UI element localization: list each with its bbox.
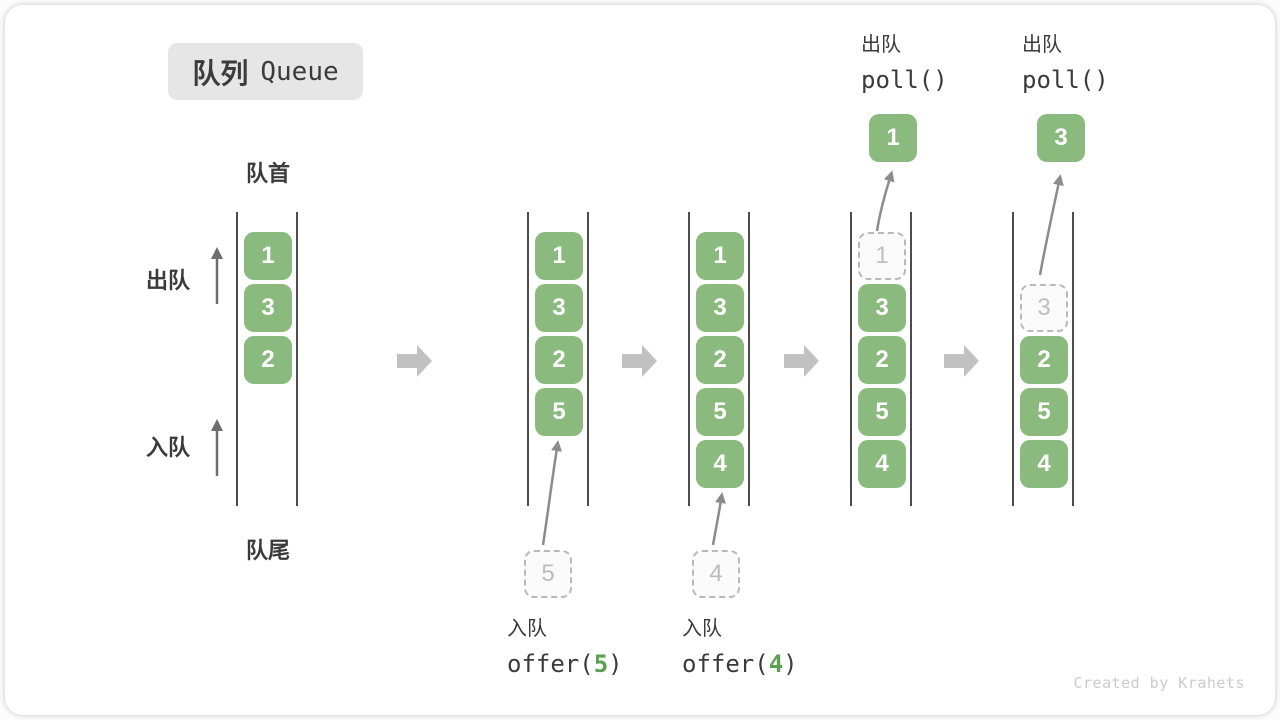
step-arrow-icon	[944, 345, 979, 377]
enqueue-operation-4: 入队 offer(4)	[682, 612, 798, 678]
queue-item-ghost-incoming: 4	[692, 550, 740, 598]
queue-item: 5	[696, 388, 744, 436]
code-arg: 4	[768, 650, 784, 678]
step-arrow-icon	[622, 345, 657, 377]
dequeue-side-label: 出队	[146, 268, 191, 293]
queue-item: 3	[858, 284, 906, 332]
queue-item: 5	[1020, 388, 1068, 436]
watermark: Created by Krahets	[1073, 674, 1245, 692]
queue-item: 5	[858, 388, 906, 436]
title-en: Queue	[260, 56, 339, 87]
op-code-label: poll()	[1022, 66, 1109, 94]
code-text: )	[783, 650, 798, 678]
queue-column-2	[527, 212, 589, 506]
step-arrow-icon	[784, 345, 819, 377]
queue-item: 2	[244, 336, 292, 384]
queue-item-ghost-removed: 3	[1020, 284, 1068, 332]
title-zh: 队列	[192, 57, 249, 89]
queue-column-5	[1012, 212, 1074, 506]
queue-item: 3	[244, 284, 292, 332]
enqueue-operation-5: 入队 offer(5)	[507, 612, 623, 678]
queue-item: 3	[696, 284, 744, 332]
op-code-label: offer(5)	[507, 650, 623, 678]
queue-item: 2	[535, 336, 583, 384]
queue-item: 5	[535, 388, 583, 436]
queue-column-4	[850, 212, 912, 506]
queue-item-ghost-removed: 1	[858, 232, 906, 280]
queue-item-popped: 1	[869, 114, 917, 162]
code-text: offer(	[682, 650, 769, 678]
queue-column-1	[236, 212, 298, 506]
queue-item: 2	[858, 336, 906, 384]
queue-item: 3	[535, 284, 583, 332]
queue-item: 4	[858, 440, 906, 488]
enqueue-side-label: 入队	[146, 435, 191, 460]
op-action-label: 出队	[1022, 34, 1062, 56]
queue-item: 4	[696, 440, 744, 488]
queue-item-popped: 3	[1037, 114, 1085, 162]
queue-column-3	[688, 212, 750, 506]
op-code-label: offer(4)	[682, 650, 798, 678]
queue-item: 2	[696, 336, 744, 384]
queue-front-label: 队首	[245, 161, 290, 186]
title-box: 队列 Queue	[168, 43, 363, 100]
queue-item: 1	[696, 232, 744, 280]
op-action-label: 出队	[861, 34, 901, 56]
queue-rear-label: 队尾	[245, 538, 290, 563]
queue-item: 2	[1020, 336, 1068, 384]
queue-item-ghost-incoming: 5	[524, 550, 572, 598]
op-code-label: poll()	[861, 66, 948, 94]
code-text: )	[608, 650, 623, 678]
queue-item: 1	[244, 232, 292, 280]
queue-item: 1	[535, 232, 583, 280]
code-arg: 5	[593, 650, 609, 678]
dequeue-operation-1: 出队 poll()	[861, 28, 948, 94]
op-action-label: 入队	[507, 618, 547, 640]
queue-item: 4	[1020, 440, 1068, 488]
step-arrow-icon	[397, 345, 432, 377]
op-action-label: 入队	[682, 618, 722, 640]
dequeue-operation-2: 出队 poll()	[1022, 28, 1109, 94]
code-text: offer(	[507, 650, 594, 678]
